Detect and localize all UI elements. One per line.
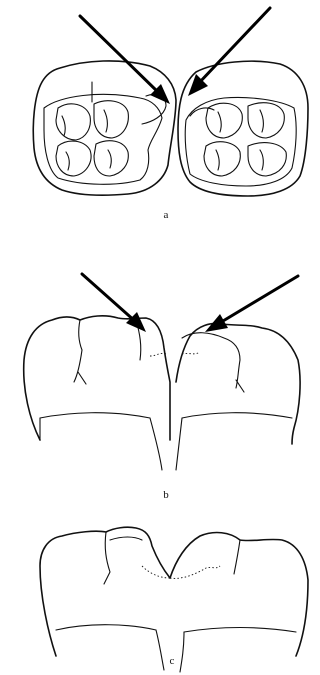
right-molar-cusp: [248, 143, 286, 176]
right-molar-marginal-ridge: [190, 108, 214, 116]
left-cej-line: [40, 413, 150, 418]
contact-line-right: [170, 566, 220, 578]
left-molar-ridge: [104, 110, 107, 132]
left-root: [156, 630, 164, 670]
panel-label-a: a: [164, 209, 169, 221]
right-crown-outline: [170, 533, 308, 656]
right-molar-cusp: [248, 103, 284, 138]
right-molar-cusp: [204, 142, 240, 176]
right-cej-line: [184, 628, 296, 633]
left-molar-cusp: [56, 141, 91, 176]
panel-label-c: c: [170, 655, 175, 667]
right-root: [180, 632, 184, 672]
panel-c-proximal-view: c: [40, 527, 308, 672]
panel-b-proximal-view: b: [24, 274, 300, 501]
left-molar-ridge: [108, 150, 111, 168]
arrow-right: [218, 276, 298, 324]
right-crown-fissure: [236, 360, 244, 392]
left-crown-fissure: [74, 350, 86, 384]
right-molar-ridge: [218, 112, 221, 132]
contact-line-right: [182, 352, 200, 354]
panel-label-b: b: [163, 489, 169, 501]
right-molar-ridge: [260, 150, 263, 170]
right-crown-inner: [234, 540, 240, 574]
arrow-right-head: [205, 314, 228, 332]
arrow-right: [198, 8, 270, 84]
right-root: [176, 418, 182, 470]
left-cej-line: [56, 625, 156, 630]
left-crown-outline: [24, 316, 170, 440]
left-crown-cusp-tips: [79, 320, 82, 350]
panel-a-occlusal-view: a: [33, 8, 308, 221]
right-cej-line: [182, 413, 292, 418]
left-molar-ridge: [62, 116, 65, 136]
left-crown-inner: [104, 532, 110, 584]
left-molar-ridge: [66, 152, 69, 170]
right-crown-inner: [182, 333, 240, 360]
right-molar-ridge: [260, 110, 263, 132]
right-molar-ridge: [216, 150, 219, 170]
left-crown-marginal-ridge: [110, 537, 142, 540]
left-molar-cusp: [94, 101, 128, 138]
contact-line-left: [150, 353, 166, 356]
arrow-left: [82, 274, 136, 322]
left-root: [150, 418, 162, 470]
left-molar-cusp: [56, 104, 90, 140]
